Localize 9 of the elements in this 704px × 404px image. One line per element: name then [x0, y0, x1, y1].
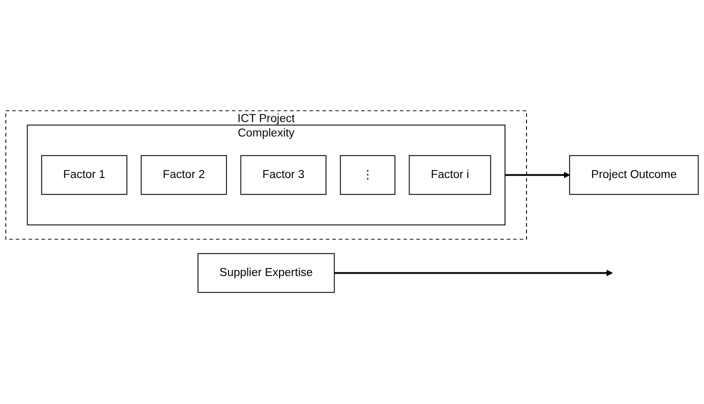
- arrow: [334, 270, 613, 277]
- node-box: ⋮: [340, 156, 396, 196]
- node-box: Factor i: [408, 156, 492, 196]
- node-box: Factor 1: [41, 156, 128, 196]
- node-box: Project Outcome: [569, 156, 699, 196]
- node-box: Factor 3: [240, 156, 326, 196]
- node-box: Supplier Expertise: [198, 254, 335, 294]
- node-box: Factor 2: [140, 156, 227, 196]
- arrow: [505, 172, 570, 179]
